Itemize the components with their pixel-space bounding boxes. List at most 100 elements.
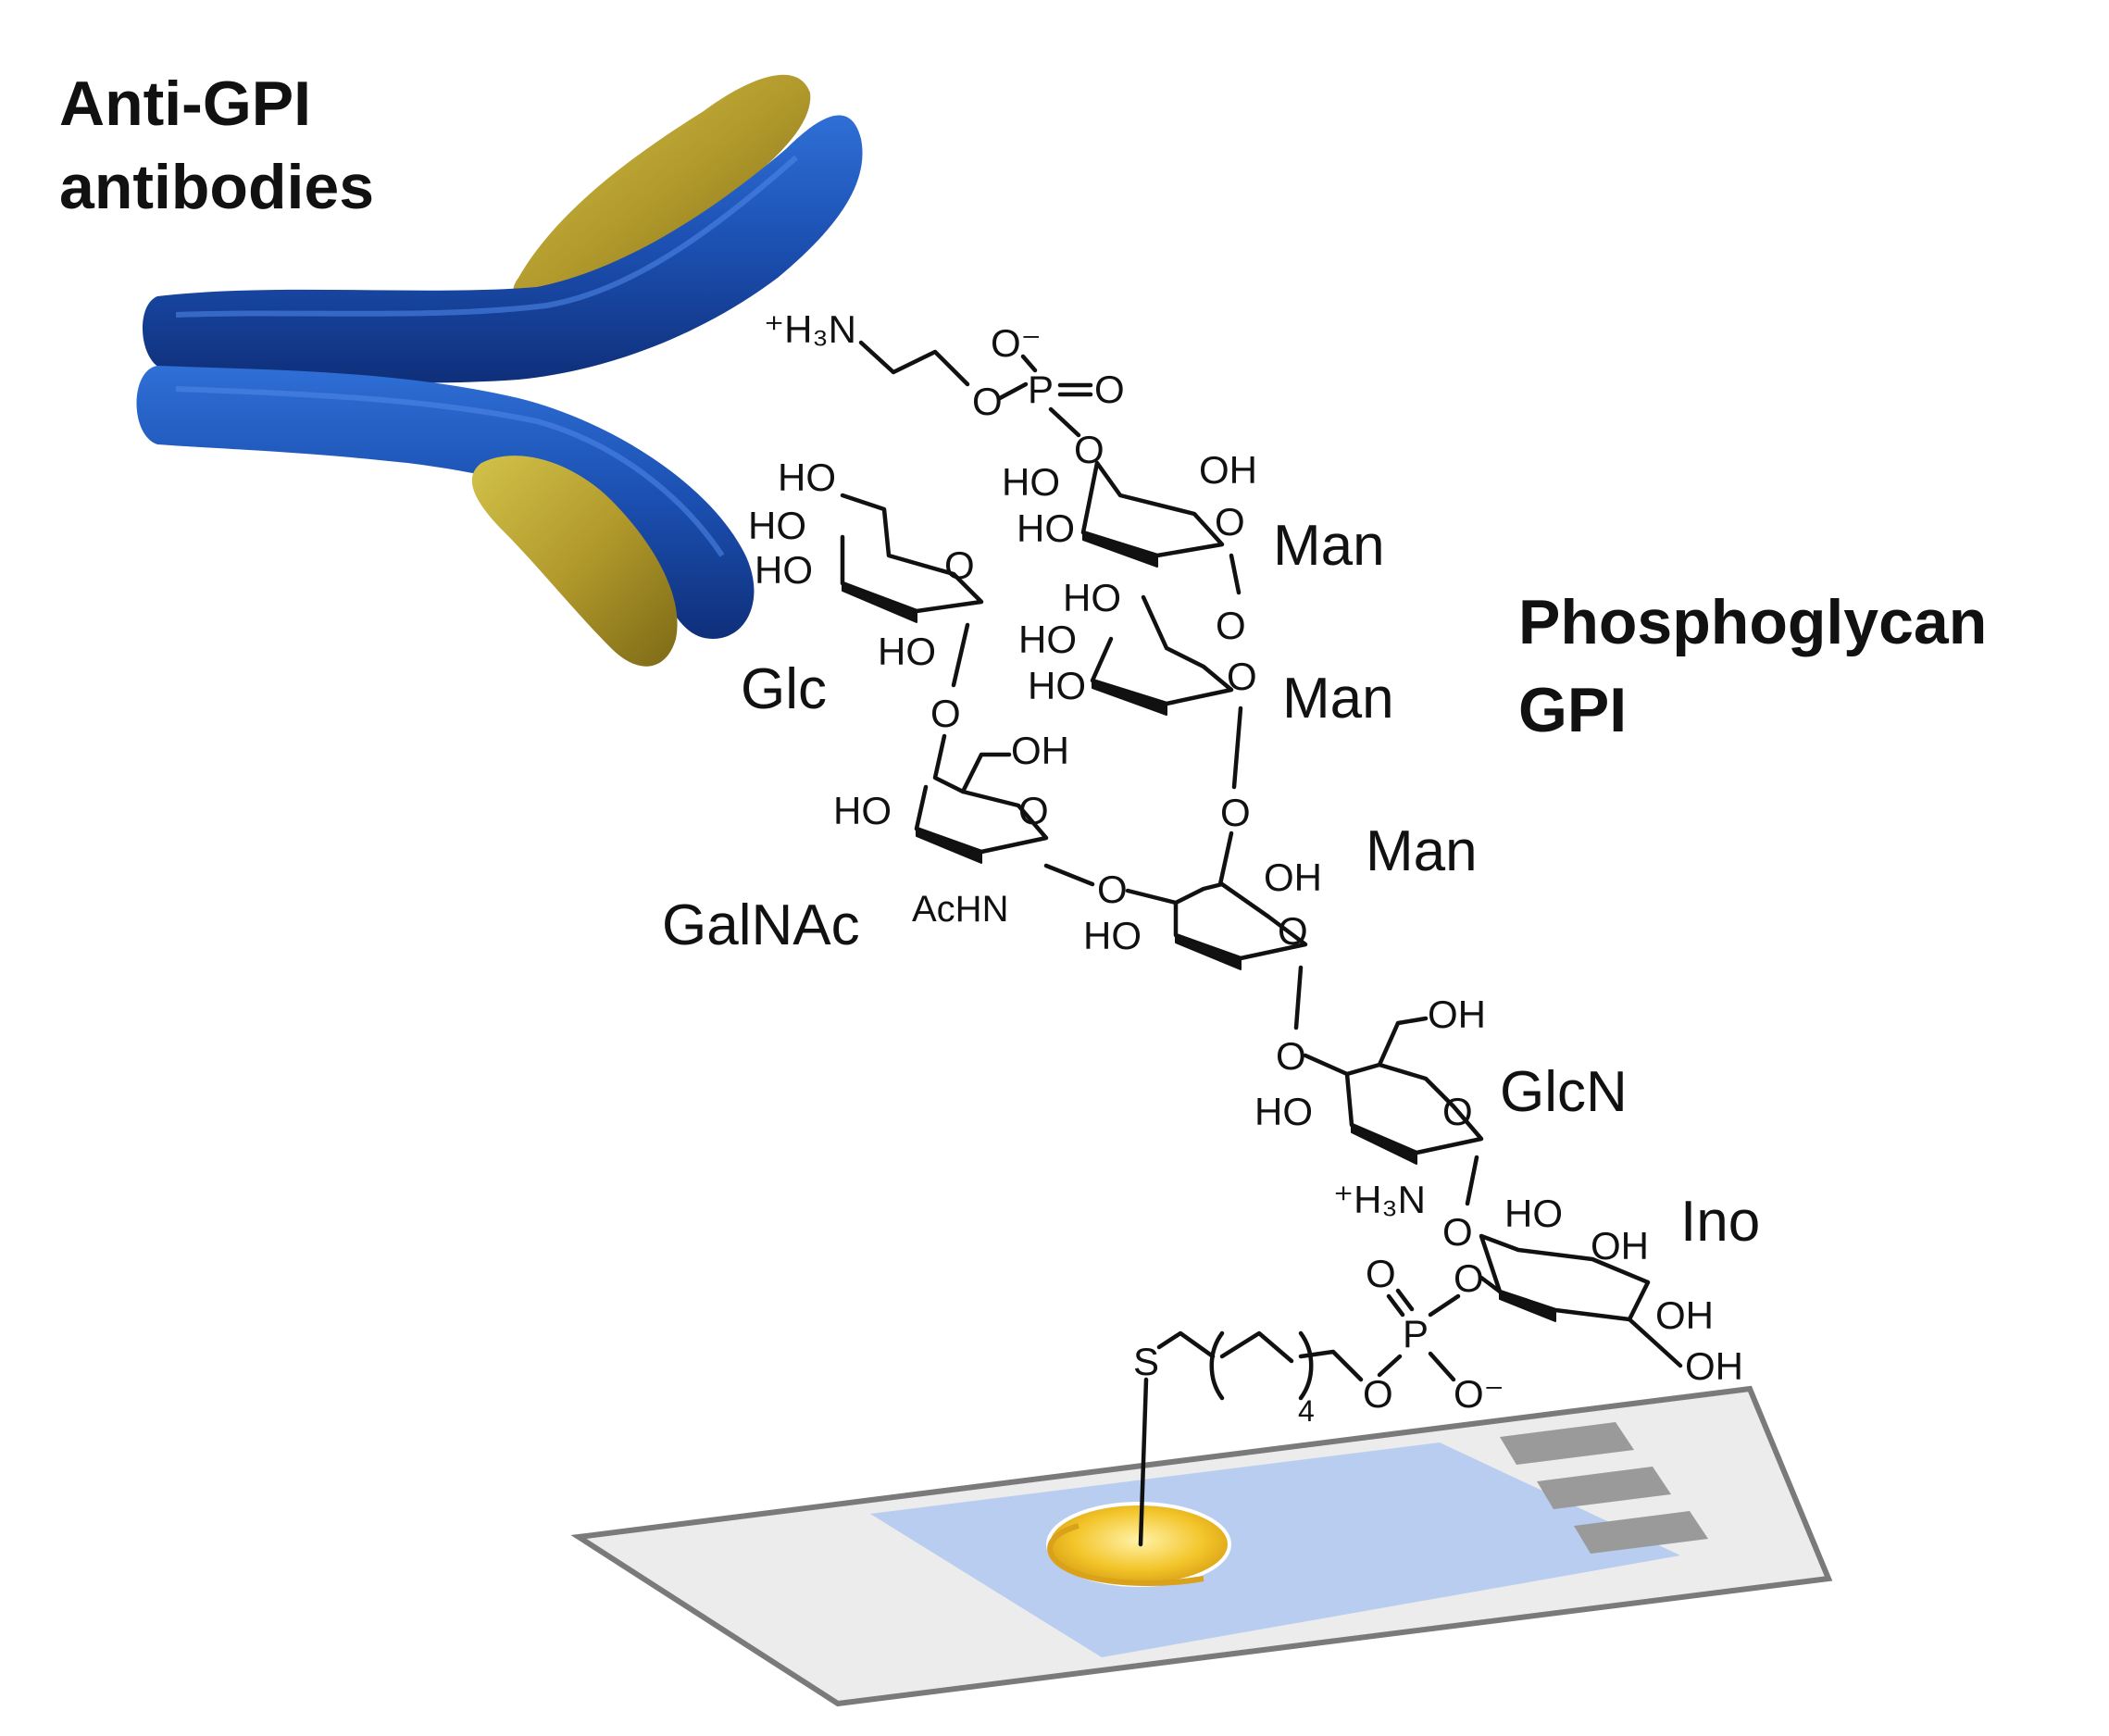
linker-to-s xyxy=(1156,1330,1216,1359)
bond-p-o-linker xyxy=(1377,1354,1403,1378)
atom-ho-glc-1: HO xyxy=(778,456,836,499)
atom-oh-glcn: OH xyxy=(1428,993,1486,1036)
atom-oh-ino-2: OH xyxy=(1655,1293,1714,1337)
atom-ho-man-mid-1: HO xyxy=(1063,576,1121,619)
linker-bracket-right xyxy=(1298,1330,1314,1401)
label-ino: Ino xyxy=(1680,1190,1760,1254)
contact-stripe-2 xyxy=(1537,1467,1671,1509)
bond-glcn-down xyxy=(1465,1155,1479,1206)
atom-ho-man-top-1: HO xyxy=(1002,460,1060,504)
tether-line xyxy=(1138,1377,1149,1547)
atom-ho-man-low: HO xyxy=(1083,914,1142,957)
atom-o-man-mid-low: O xyxy=(1220,791,1251,834)
glycan-title-line1: Phosphoglycan xyxy=(1518,587,1987,657)
atom-ho-man-top-2: HO xyxy=(1017,506,1075,550)
antibody-title-line1: Anti-GPI xyxy=(59,69,311,139)
label-glc: Glc xyxy=(741,657,827,721)
atom-o-glc-ring: O xyxy=(944,543,975,587)
phosphoethanolamine-group: ⁺H₃N O P O⁻ O O xyxy=(764,307,1125,471)
linker-inner xyxy=(1219,1330,1294,1364)
atom-ho-man-mid-2: HO xyxy=(1018,618,1077,661)
atom-ho-glc-2: HO xyxy=(748,504,806,547)
atom-oh-ino-3: OH xyxy=(1685,1344,1743,1388)
label-man-top: Man xyxy=(1273,514,1385,578)
label-man-mid: Man xyxy=(1282,667,1394,731)
atom-o-linker: O xyxy=(1363,1372,1393,1416)
man-low-wedge xyxy=(1175,934,1242,970)
atom-o-man-mid-link: O xyxy=(1216,604,1246,647)
atom-o-ester-top: O xyxy=(972,380,1003,423)
heavy-chain-lower xyxy=(136,366,755,639)
galnac-ring: OH HO O AcHN O xyxy=(833,729,1179,930)
mannose-ring-low: OH O HO O xyxy=(1083,856,1350,1078)
atom-ho-glcn: HO xyxy=(1254,1090,1313,1133)
bond-man-low-down xyxy=(1293,965,1304,1030)
ino-wedge xyxy=(1499,1291,1556,1322)
heavy-chain-highlight xyxy=(175,155,798,318)
man-mid-wedge xyxy=(1092,680,1167,716)
glcn-ch2oh xyxy=(1377,1016,1429,1068)
bond-man-mid-down xyxy=(1231,706,1243,790)
atom-oh-man-low: OH xyxy=(1264,856,1322,899)
bond-o-ino-ring xyxy=(1479,1275,1503,1294)
atom-oh-ino-1: OH xyxy=(1591,1224,1649,1268)
bond-ino-oh3 xyxy=(1627,1317,1683,1368)
atom-o-double-top: O xyxy=(1094,368,1125,411)
bond-p-o-double-ino-2 xyxy=(1395,1288,1415,1312)
atom-ho-galnac: HO xyxy=(833,789,892,832)
linker-bracket-left xyxy=(1209,1330,1225,1401)
ethyl-bonds xyxy=(858,340,970,387)
heavy-chain-highlight-2 xyxy=(175,386,725,557)
electrode-ring xyxy=(1047,1523,1204,1586)
bond-o-p-top xyxy=(997,381,1029,401)
atom-linker-repeat: 4 xyxy=(1298,1394,1315,1428)
glycan-title-line2: GPI xyxy=(1518,675,1627,745)
atom-ominus-ino: O⁻ xyxy=(1454,1372,1504,1416)
atom-o-galnac-link: O xyxy=(1097,868,1128,911)
atom-ho-man-mid-3: HO xyxy=(1028,664,1086,707)
antibody-icon xyxy=(136,74,863,667)
light-chain-upper xyxy=(513,74,811,306)
biosensor-chip-icon xyxy=(570,1385,1833,1707)
atom-o-glcn-ino: O xyxy=(1442,1210,1473,1254)
bond-p-o-man xyxy=(1048,406,1081,438)
contact-stripe-3 xyxy=(1574,1511,1708,1554)
bond-galnac-glyco xyxy=(1043,863,1095,887)
atom-o-glcn-ring: O xyxy=(1442,1090,1473,1133)
atom-o-glc-link: O xyxy=(930,692,961,735)
label-galnac: GalNAc xyxy=(662,893,860,957)
bond-glc-down xyxy=(951,622,970,688)
atom-o-man-mid-ring: O xyxy=(1227,655,1257,698)
bond-p-ominus-top xyxy=(1020,354,1038,373)
atom-o-double-ino: O xyxy=(1366,1252,1396,1295)
atom-o-man-low-link: O xyxy=(1276,1034,1306,1078)
bond-man-mid-to-low xyxy=(1217,831,1234,887)
glc-wedge xyxy=(842,582,917,623)
atom-ho-glc-4: HO xyxy=(878,630,936,673)
atom-achn: AcHN xyxy=(912,889,1008,930)
galnac-wedge xyxy=(916,828,982,864)
atom-s: S xyxy=(1133,1340,1159,1383)
contact-stripe-1 xyxy=(1500,1422,1634,1465)
glucosamine-ring: OH O HO ⁺H₃N O xyxy=(1254,993,1486,1254)
bond-o-p-ino xyxy=(1428,1293,1461,1318)
inositol-phosphate-group: HO OH OH OH O P O O⁻ O xyxy=(1363,1192,1743,1416)
atom-ho-glc-3: HO xyxy=(755,548,813,592)
atom-oh-man-top: OH xyxy=(1199,448,1257,492)
label-man-low: Man xyxy=(1366,819,1478,883)
light-chain-lower xyxy=(471,456,678,667)
galnac-ch2oh xyxy=(960,752,1012,794)
mannose-ring-mid: HO HO HO O O O xyxy=(1018,576,1257,887)
atom-p-ino: P xyxy=(1403,1312,1429,1355)
man-top-wedge xyxy=(1082,531,1158,568)
mannose-ring-top: HO HO OH O xyxy=(1002,448,1257,595)
glcn-wedge xyxy=(1351,1124,1417,1165)
atom-ho-ino-1: HO xyxy=(1504,1192,1563,1235)
thiol-linker: 4 S xyxy=(1133,1330,1364,1428)
atom-p-top: P xyxy=(1028,368,1054,411)
glucose-ring: HO HO HO O HO O xyxy=(748,456,984,735)
bond-p-o-double-ino-1 xyxy=(1386,1293,1405,1318)
atom-o-man-low-ring: O xyxy=(1278,909,1308,953)
atom-ominus-top: O⁻ xyxy=(991,321,1042,365)
